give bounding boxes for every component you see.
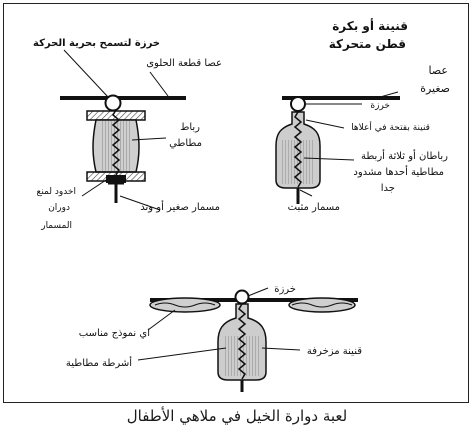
- rubber-ties-label-1: رباطان أو ثلاثة أربطة: [361, 149, 448, 162]
- model-right: [288, 297, 356, 313]
- bead-bottom: [234, 289, 250, 305]
- candy-stick-label: عصا قطعة الحلوى: [146, 58, 222, 69]
- bead-left: [104, 94, 122, 112]
- bead-right: [290, 96, 306, 112]
- small-stick-label-2: صغيرة: [420, 82, 450, 95]
- rubber-ties-label-3: جدا: [381, 183, 395, 194]
- rubber-band: [111, 109, 121, 176]
- bead-bottom-label: خرزة: [274, 284, 296, 295]
- bottle-title-line2: قطن متحركة: [329, 37, 406, 51]
- rubber-strips: [237, 303, 247, 380]
- figure-caption: لعبة دوارة الخيل في ملاهي الأطفال: [126, 407, 348, 425]
- any-model-label: اي نموذج مناسب: [79, 328, 150, 339]
- rubber-ties-label-2: مطاطية أحدها مشدود: [353, 165, 444, 178]
- groove: [106, 175, 126, 183]
- bottle-assembly: [275, 96, 400, 204]
- grooves-label-1: اخدود لمنع: [37, 187, 76, 197]
- small-nail-label: مسمار صغير أو وتد: [140, 200, 220, 213]
- fixed-nail-label: مسمار مثبت: [288, 202, 340, 213]
- rubber-band-label-1: رباط: [180, 122, 200, 133]
- bead-right-label: خرزة: [370, 101, 390, 111]
- rubber-strips-label: أشرطة مطاطية: [66, 356, 132, 369]
- bead-allow-motion-label: خرزة لتسمح بحرية الحركة: [33, 38, 160, 49]
- spool-assembly: [60, 94, 186, 203]
- small-stick-label-1: عصا: [429, 64, 448, 77]
- model-left: [149, 297, 221, 313]
- bottle-title-line1: قنينة أو بكرة: [332, 18, 408, 34]
- carousel-assembly: [149, 289, 358, 392]
- bottle-open-top-label: قنينة بفتحة في أعلاها: [351, 121, 430, 133]
- figure-frame: [3, 3, 469, 403]
- decorated-bottle-label: قنينة مزخرفة: [307, 346, 362, 357]
- grooves-label-3: المسمار: [40, 221, 72, 231]
- grooves-label-2: دوران: [48, 203, 70, 213]
- rubber-band-label-2: مطاطي: [169, 138, 202, 149]
- rubber-ties: [293, 111, 303, 188]
- spool-top-flange: [86, 110, 146, 121]
